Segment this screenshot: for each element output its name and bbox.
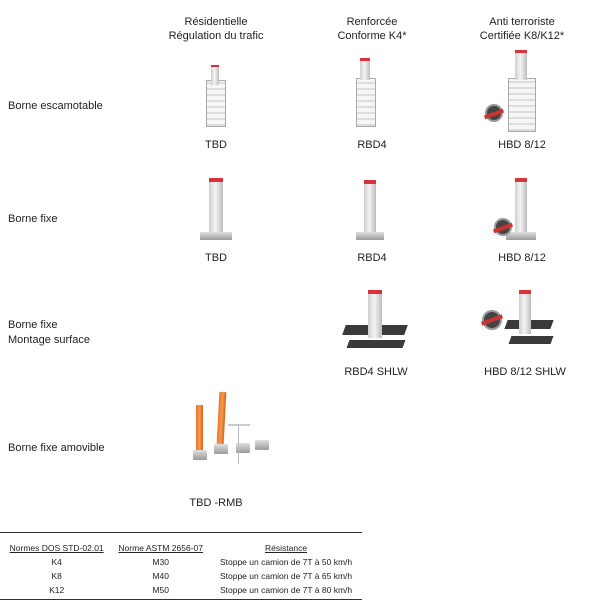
product-caption: RBD4 SHLW bbox=[344, 366, 408, 378]
cell: Stoppe un camion de 7T à 50 km/h bbox=[219, 557, 353, 567]
table-top-rule bbox=[0, 532, 362, 533]
product-caption: HBD 8/12 bbox=[498, 139, 546, 151]
norms-table: Normes DOS STD-02.01 Norme ASTM 2656-07 … bbox=[2, 541, 362, 597]
column-header: Normes DOS STD-02.01 bbox=[9, 543, 104, 553]
table-bottom-rule bbox=[0, 599, 362, 600]
cell: K8 bbox=[51, 571, 62, 581]
label-line: Borne fixe bbox=[8, 319, 58, 331]
cell: M50 bbox=[152, 585, 169, 595]
label-line: Montage surface bbox=[8, 334, 90, 346]
table-row: K12 M50 Stoppe un camion de 7T à 80 km/h bbox=[2, 583, 362, 597]
certified-badge-icon bbox=[485, 104, 503, 122]
product-caption: RBD4 bbox=[357, 139, 387, 151]
table-row: K8 M40 Stoppe un camion de 7T à 65 km/h bbox=[2, 569, 362, 583]
header-line: Résidentielle bbox=[184, 16, 248, 28]
header-line: Renforcée bbox=[346, 16, 398, 28]
column-header: Résistance bbox=[265, 543, 308, 553]
product-caption: TBD bbox=[205, 139, 227, 151]
certified-badge-icon bbox=[482, 310, 502, 330]
certified-badge-icon bbox=[494, 218, 512, 236]
product-caption: HBD 8/12 SHLW bbox=[484, 366, 566, 378]
header-line: Anti terroriste bbox=[489, 16, 555, 28]
cell: K12 bbox=[49, 585, 65, 595]
cell: Stoppe un camion de 7T à 80 km/h bbox=[219, 585, 353, 595]
product-caption: TBD -RMB bbox=[189, 497, 243, 509]
table-row: K4 M30 Stoppe un camion de 7T à 50 km/h bbox=[2, 555, 362, 569]
row-label-retractable: Borne escamotable bbox=[8, 100, 103, 112]
table-header-row: Normes DOS STD-02.01 Norme ASTM 2656-07 … bbox=[2, 541, 362, 555]
product-caption: TBD bbox=[205, 252, 227, 264]
product-caption: RBD4 bbox=[357, 252, 387, 264]
header-line: Régulation du trafic bbox=[168, 30, 264, 42]
header-line: Conforme K4* bbox=[337, 30, 407, 42]
row-label-fixed: Borne fixe bbox=[8, 213, 58, 225]
product-caption: HBD 8/12 bbox=[498, 252, 546, 264]
cell: M40 bbox=[152, 571, 169, 581]
cell: Stoppe un camion de 7T à 65 km/h bbox=[219, 571, 353, 581]
cell: M30 bbox=[152, 557, 169, 567]
header-line: Certifiée K8/K12* bbox=[479, 30, 565, 42]
column-header: Norme ASTM 2656-07 bbox=[118, 543, 203, 553]
row-label-removable: Borne fixe amovible bbox=[8, 442, 105, 454]
cell: K4 bbox=[51, 557, 62, 567]
